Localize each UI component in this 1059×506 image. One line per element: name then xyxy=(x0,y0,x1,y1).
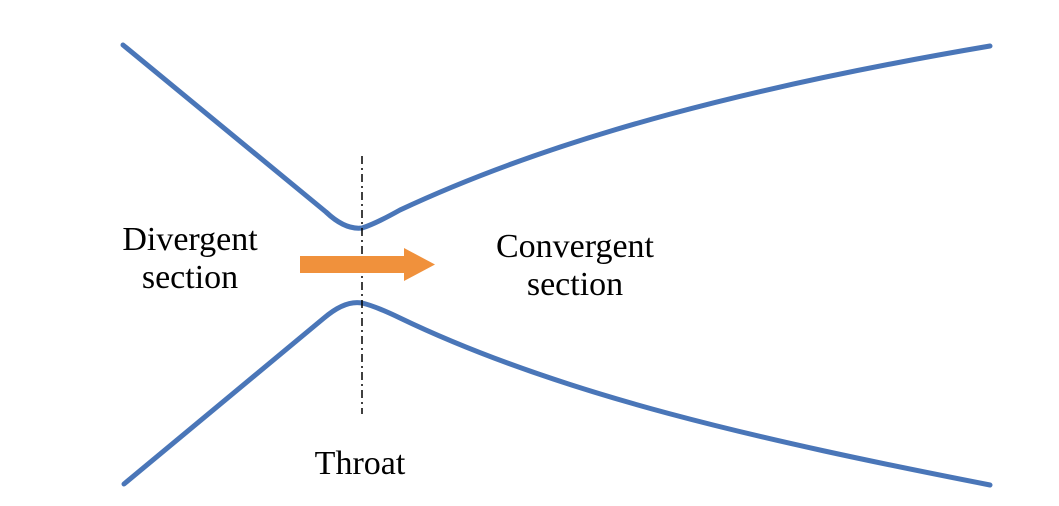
convergent-label-line2: section xyxy=(526,266,624,303)
divergent-section-label: Divergent section xyxy=(95,221,285,297)
divergent-label-line1: Divergent xyxy=(122,221,258,258)
divergent-label-line2: section xyxy=(141,259,239,296)
convergent-section-label: Convergent section xyxy=(470,228,680,304)
upper-wall-curve xyxy=(120,42,993,231)
right-arrow-icon xyxy=(300,248,435,281)
throat-label: Throat xyxy=(314,445,406,482)
convergent-label-line1: Convergent xyxy=(495,228,654,265)
lower-wall-curve xyxy=(121,300,993,488)
